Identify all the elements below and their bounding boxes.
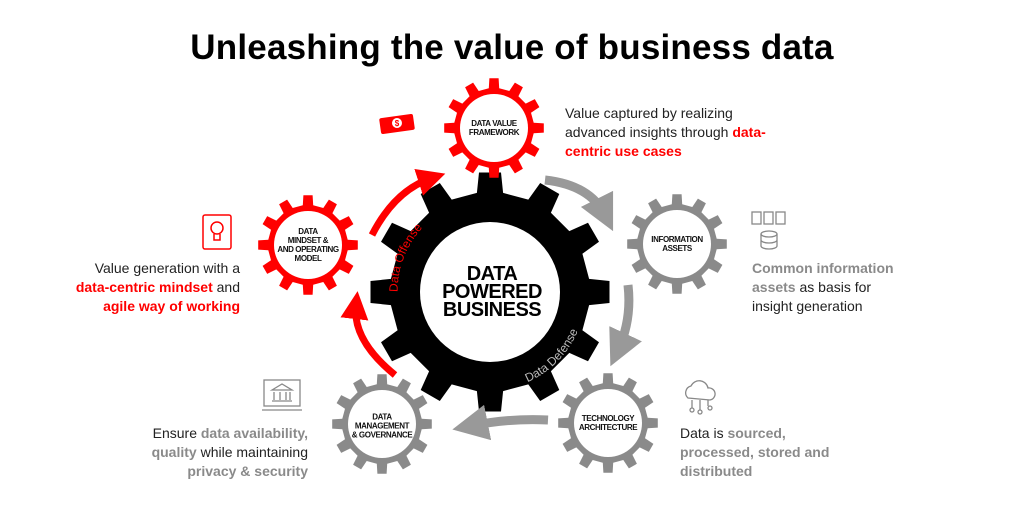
arrow-framework-to-info — [544, 175, 614, 232]
desc-text: Value captured by realizing — [565, 105, 733, 121]
page-title: Unleashing the value of business data — [190, 28, 834, 67]
database-servers-icon — [751, 211, 786, 250]
cloud-network-icon — [685, 380, 716, 415]
desc-highlight: data availability, — [200, 425, 308, 441]
desc-text: as basis for — [795, 279, 872, 295]
desc-highlight: distributed — [680, 463, 753, 479]
desc-text: and — [212, 279, 240, 295]
desc-highlight: data-centric mindset — [75, 279, 213, 295]
lightbulb-book-icon — [202, 214, 232, 250]
central-gear-hole — [420, 222, 560, 362]
gear-label-line: ASSETS — [662, 244, 692, 253]
svg-text:$: $ — [395, 119, 400, 128]
center-gear-label: DATA POWERED BUSINESS — [442, 263, 542, 321]
desc-mgmt: Ensure data availability, quality while … — [152, 424, 308, 481]
gear-label-line: DATA — [372, 412, 392, 422]
gear-technology-architecture: TECHNOLOGY ARCHITECTURE — [578, 414, 638, 432]
desc-text: Ensure — [152, 425, 201, 441]
desc-highlight: processed, stored and — [680, 444, 830, 460]
desc-highlight: centric use cases — [565, 143, 682, 159]
desc-text: Value generation with a — [94, 260, 240, 276]
desc-highlight: data- — [732, 124, 766, 140]
gear-data-value-framework: DATA VALUE FRAMEWORK — [468, 119, 520, 137]
center-line-2: POWERED — [442, 281, 542, 303]
gear-label-line: FRAMEWORK — [468, 128, 520, 137]
desc-highlight: privacy & security — [187, 463, 308, 479]
desc-text: advanced insights through — [565, 124, 733, 140]
desc-text: while maintaining — [196, 444, 308, 460]
info-gear-hole — [643, 210, 711, 278]
arrow-mindset-to-framework — [368, 169, 446, 237]
framework-gear-hole — [460, 94, 528, 162]
desc-highlight: agile way of working — [103, 298, 240, 314]
gear-label-line: INFORMATION — [651, 235, 703, 244]
arrow-mgmt-to-mindset — [340, 291, 398, 378]
gear-label-line: MANAGEMENT — [354, 421, 410, 431]
gear-label-line: ARCHITECTURE — [578, 423, 638, 432]
desc-mindset: Value generation with a data-centric min… — [76, 259, 240, 316]
mgmt-gear-hole — [348, 390, 416, 458]
desc-text: insight generation — [752, 298, 863, 314]
center-line-1: DATA — [466, 263, 518, 285]
desc-highlight: Common information — [752, 260, 894, 276]
desc-tech: Data is sourced, processed, stored and d… — [680, 424, 829, 481]
gear-label-line: DATA — [298, 227, 318, 236]
desc-highlight: quality — [151, 444, 197, 460]
desc-text: Data is — [680, 425, 728, 441]
gear-label-line: MINDSET & — [287, 236, 329, 245]
gear-data-mindset: DATA MINDSET & AND OPERATING MODEL — [277, 227, 339, 263]
tech-gear-hole — [574, 389, 642, 457]
gear-data-management: DATA MANAGEMENT & GOVERNANCE — [352, 413, 413, 440]
center-line-3: BUSINESS — [442, 299, 542, 321]
gear-label-line: AND OPERATING — [277, 245, 339, 254]
arrow-info-to-tech — [609, 284, 642, 367]
money-icon: $ — [379, 113, 415, 135]
gear-label-line: MODEL — [294, 254, 322, 263]
gear-label-line: DATA VALUE — [471, 119, 517, 128]
desc-info: Common information assets as basis for i… — [752, 259, 894, 316]
arrow-tech-to-mgmt — [452, 404, 549, 441]
gear-information-assets: INFORMATION ASSETS — [651, 235, 703, 253]
gear-label-line: & GOVERNANCE — [351, 430, 413, 440]
desc-framework: Value captured by realizing advanced ins… — [565, 104, 766, 161]
desc-highlight: sourced, — [727, 425, 786, 441]
gear-label-line: TECHNOLOGY — [581, 414, 635, 423]
desc-highlight: assets — [752, 279, 796, 295]
bank-laptop-icon — [262, 379, 302, 411]
mindset-gear-hole — [274, 211, 342, 279]
